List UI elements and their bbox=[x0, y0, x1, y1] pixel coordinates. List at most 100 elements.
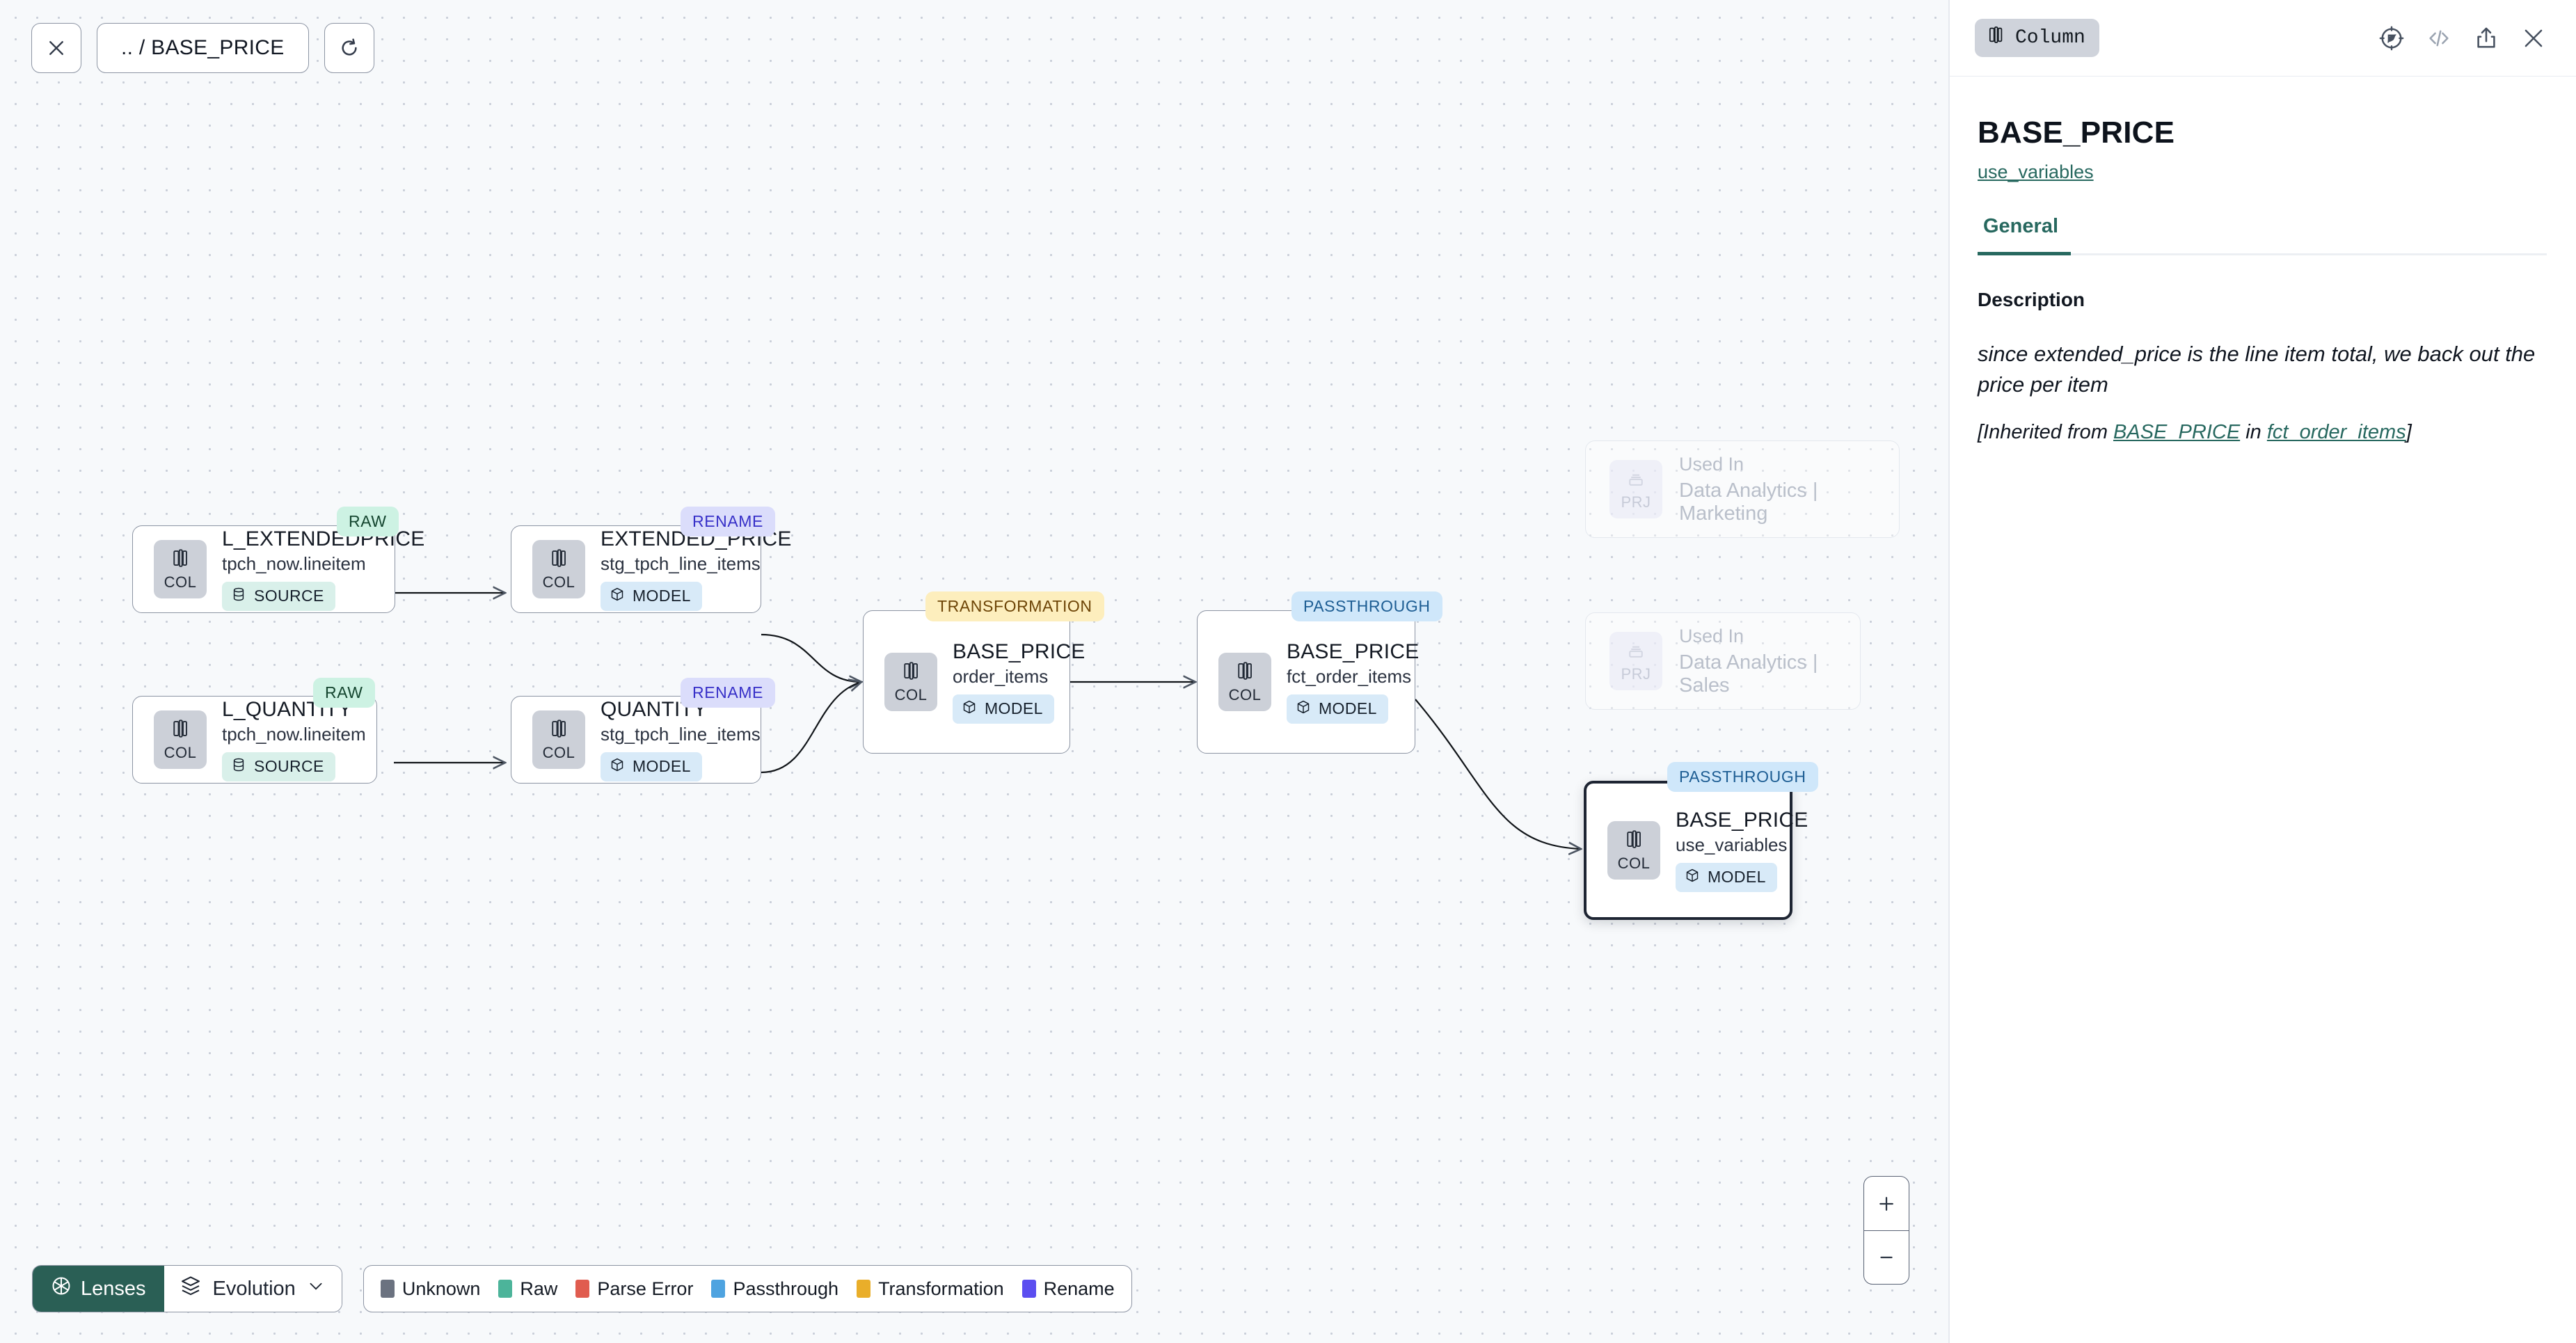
node-subtitle: use_variables bbox=[1676, 834, 1788, 855]
node-title: BASE_PRICE bbox=[953, 640, 1086, 664]
used-in-label: Used In bbox=[1679, 625, 1744, 646]
lenses-label: Lenses bbox=[81, 1277, 146, 1300]
canvas-bottom-bar: Lenses Evolution Unknown bbox=[32, 1265, 1132, 1312]
legend-label: Passthrough bbox=[733, 1278, 839, 1299]
node-tag-model: MODEL bbox=[1676, 862, 1777, 892]
badge-raw-2: RAW bbox=[313, 678, 375, 708]
refresh-button[interactable] bbox=[324, 23, 374, 73]
zoom-in-button[interactable] bbox=[1864, 1177, 1909, 1230]
node-fct-order-items[interactable]: COL BASE_PRICE fct_order_items MODEL bbox=[1197, 610, 1419, 754]
legend-label: Transformation bbox=[878, 1278, 1004, 1299]
close-icon[interactable] bbox=[2520, 25, 2547, 51]
lenses-button[interactable]: Lenses bbox=[33, 1266, 164, 1312]
legend-swatch bbox=[575, 1280, 590, 1298]
description-text: since extended_price is the line item to… bbox=[1978, 342, 2536, 397]
used-in-project: Data Analytics | Sales bbox=[1679, 651, 1818, 697]
parent-model-link[interactable]: use_variables bbox=[1978, 161, 2094, 182]
cube-icon bbox=[1685, 868, 1700, 887]
lenses-evolution-group: Lenses Evolution bbox=[32, 1265, 342, 1312]
description-label: Description bbox=[1978, 289, 2085, 310]
col-chip: COL bbox=[154, 540, 207, 598]
database-icon bbox=[231, 757, 246, 777]
compass-icon[interactable] bbox=[2378, 25, 2405, 51]
inherited-middle: in bbox=[2240, 421, 2267, 444]
node-title: BASE_PRICE bbox=[1287, 640, 1420, 664]
node-l-extendedprice[interactable]: COL L_EXTENDEDPRICE tpch_now.lineitem SO… bbox=[132, 525, 424, 613]
node-subtitle: tpch_now.lineitem bbox=[222, 723, 366, 745]
code-icon[interactable] bbox=[2426, 25, 2452, 51]
legend-label: Rename bbox=[1043, 1278, 1115, 1299]
zoom-out-button[interactable] bbox=[1864, 1230, 1909, 1284]
col-chip-label: COL bbox=[164, 573, 197, 591]
inherited-suffix: ] bbox=[2406, 421, 2412, 444]
refresh-icon bbox=[338, 37, 360, 59]
col-chip: COL bbox=[884, 653, 937, 711]
node-tag-model: MODEL bbox=[601, 752, 702, 781]
plus-icon bbox=[1879, 1196, 1893, 1211]
cube-icon bbox=[610, 757, 625, 777]
legend-item-unknown: Unknown bbox=[380, 1278, 481, 1300]
project-icon bbox=[1625, 639, 1646, 664]
column-icon bbox=[548, 548, 569, 572]
badge-rename-2: RENAME bbox=[681, 678, 776, 708]
column-icon bbox=[1623, 829, 1644, 853]
node-tag-model: MODEL bbox=[1287, 694, 1388, 724]
tab-general[interactable]: General bbox=[1978, 215, 2071, 255]
evolution-dropdown[interactable]: Evolution bbox=[164, 1266, 342, 1312]
prj-chip-label: PRJ bbox=[1621, 665, 1651, 683]
node-quantity[interactable]: COL QUANTITY stg_tpch_line_items MODEL bbox=[511, 696, 761, 784]
node-tag-label: SOURCE bbox=[254, 757, 324, 776]
entity-type-label: Column bbox=[2015, 27, 2085, 49]
breadcrumb[interactable]: .. / BASE_PRICE bbox=[97, 23, 309, 73]
legend-swatch bbox=[1021, 1280, 1036, 1298]
node-tag-source: SOURCE bbox=[222, 581, 335, 611]
legend-label: Unknown bbox=[401, 1278, 481, 1299]
prj-chip: PRJ bbox=[1609, 632, 1662, 690]
chevron-down-icon bbox=[307, 1277, 325, 1301]
layers-icon bbox=[180, 1275, 202, 1303]
col-chip: COL bbox=[1607, 821, 1660, 880]
node-subtitle: tpch_now.lineitem bbox=[222, 553, 366, 574]
lineage-canvas[interactable]: .. / BASE_PRICE bbox=[0, 0, 1948, 1343]
col-chip: COL bbox=[532, 710, 585, 769]
minus-icon bbox=[1880, 1256, 1893, 1259]
node-tag-model: MODEL bbox=[953, 694, 1054, 724]
details-panel-header: Column bbox=[1948, 0, 2576, 77]
legend-item-raw: Raw bbox=[498, 1278, 557, 1300]
close-icon bbox=[46, 38, 67, 58]
node-order-items[interactable]: COL BASE_PRICE order_items MODEL bbox=[863, 610, 1085, 754]
canvas-top-controls: .. / BASE_PRICE bbox=[31, 23, 374, 73]
node-tag-label: MODEL bbox=[1708, 868, 1766, 887]
used-in-sales[interactable]: PRJ Used In Data Analytics | Sales bbox=[1585, 612, 1861, 710]
legend-swatch bbox=[380, 1280, 395, 1298]
legend-swatch bbox=[498, 1280, 513, 1298]
col-chip-label: COL bbox=[542, 573, 575, 591]
panel-body: Description since extended_price is the … bbox=[1948, 255, 2576, 444]
used-in-project: Data Analytics | Marketing bbox=[1679, 479, 1818, 525]
cube-icon bbox=[610, 587, 625, 606]
used-in-marketing[interactable]: PRJ Used In Data Analytics | Marketing bbox=[1585, 440, 1900, 538]
col-chip: COL bbox=[1218, 653, 1271, 711]
cube-icon bbox=[1296, 699, 1311, 719]
badge-transformation: TRANSFORMATION bbox=[925, 591, 1104, 621]
node-subtitle: stg_tpch_line_items bbox=[601, 723, 761, 745]
inherited-column-link[interactable]: BASE_PRICE bbox=[2113, 421, 2241, 444]
aperture-icon bbox=[51, 1276, 72, 1302]
column-icon bbox=[170, 718, 191, 742]
panel-header-actions bbox=[2378, 25, 2547, 51]
prj-chip: PRJ bbox=[1609, 460, 1662, 518]
node-use-variables-selected[interactable]: COL BASE_PRICE use_variables MODEL bbox=[1584, 781, 1808, 920]
node-extended-price[interactable]: COL EXTENDED_PRICE stg_tpch_line_items M… bbox=[511, 525, 791, 613]
project-icon bbox=[1625, 468, 1646, 492]
col-chip-label: COL bbox=[1228, 685, 1262, 704]
node-subtitle: fct_order_items bbox=[1287, 665, 1412, 687]
share-icon[interactable] bbox=[2473, 25, 2499, 51]
badge-raw-1: RAW bbox=[337, 507, 399, 537]
inherited-model-link[interactable]: fct_order_items bbox=[2266, 421, 2406, 444]
close-button[interactable] bbox=[31, 23, 81, 73]
node-tag-label: MODEL bbox=[1319, 699, 1377, 718]
node-tag-model: MODEL bbox=[601, 581, 702, 611]
column-icon bbox=[1234, 660, 1255, 685]
node-tag-label: MODEL bbox=[633, 757, 691, 776]
node-l-quantity[interactable]: COL L_QUANTITY tpch_now.lineitem SOURCE bbox=[132, 696, 377, 784]
